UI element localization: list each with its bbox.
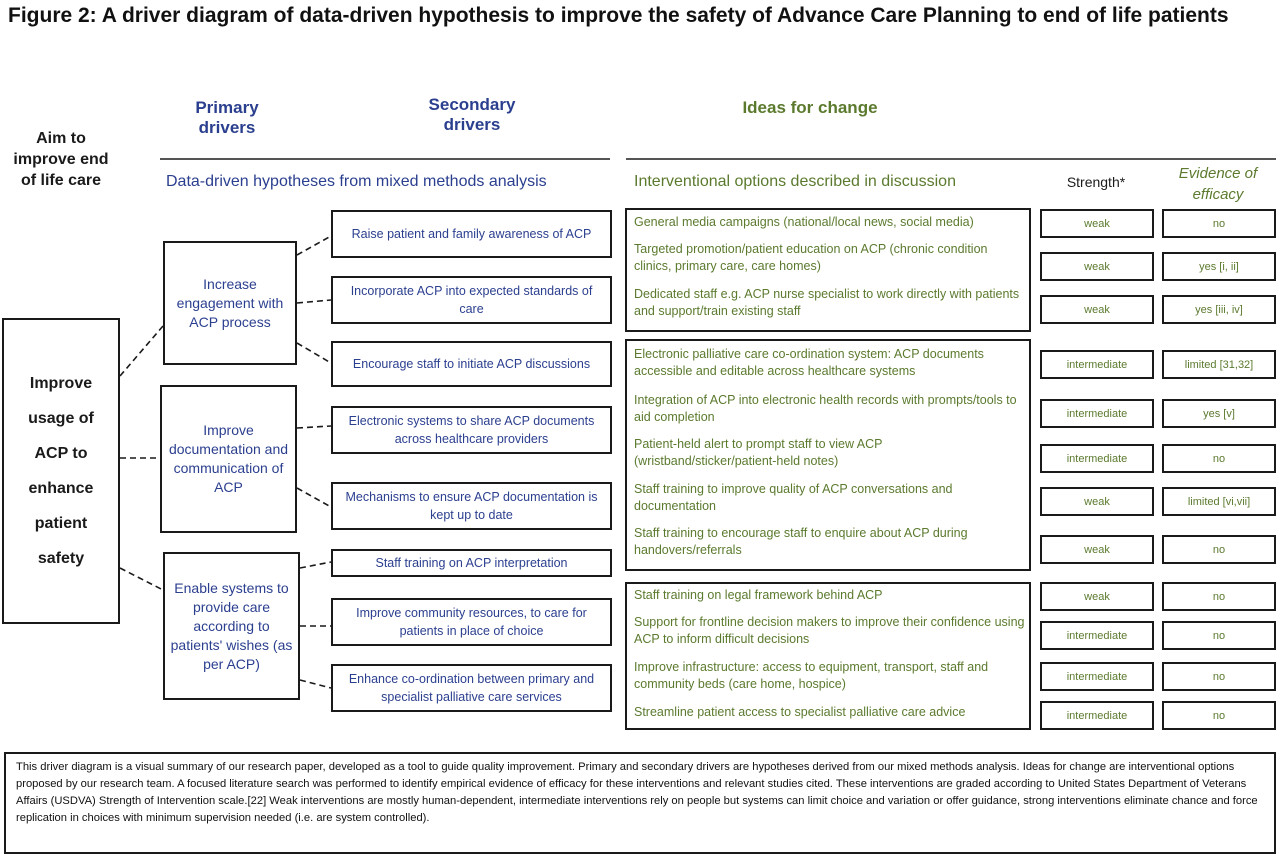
data-driven-subheader: Data-driven hypotheses from mixed method… (166, 173, 547, 190)
secondary-driver-training: Staff training on ACP interpretation (331, 549, 612, 577)
ideas-group-systems (625, 582, 1031, 730)
idea-training-legal: Staff training on legal framework behind… (634, 588, 883, 602)
primary-driver-systems: Enable systems to provide care according… (163, 552, 300, 700)
idea-dedicated-staff: Dedicated staff e.g. ACP nurse specialis… (634, 287, 1020, 318)
evidence-badge: no (1162, 701, 1276, 730)
idea-epacs: Electronic palliative care co-ordination… (634, 347, 984, 378)
idea-targeted-promotion: Targeted promotion/patient education on … (634, 242, 988, 273)
secondary-driver-standards: Incorporate ACP into expected standards … (331, 276, 612, 324)
strength-badge: weak (1040, 209, 1154, 238)
aim-header: Aim to improve end of life care (13, 130, 109, 189)
strength-badge: weak (1040, 295, 1154, 324)
secondary-driver-coordination: Enhance co-ordination between primary an… (331, 664, 612, 712)
idea-training-handovers: Staff training to encourage staff to enq… (634, 526, 968, 557)
evidence-badge: no (1162, 444, 1276, 473)
evidence-badge: yes [i, ii] (1162, 252, 1276, 281)
idea-ehr-integration: Integration of ACP into electronic healt… (634, 393, 1017, 424)
aim-box: Improve usage of ACP to enhance patient … (2, 318, 120, 624)
strength-badge: weak (1040, 535, 1154, 564)
secondary-driver-electronic: Electronic systems to share ACP document… (331, 406, 612, 454)
secondary-driver-community: Improve community resources, to care for… (331, 598, 612, 646)
strength-badge: intermediate (1040, 399, 1154, 428)
idea-specialist-access: Streamline patient access to specialist … (634, 705, 966, 719)
evidence-badge: no (1162, 662, 1276, 691)
interventional-subheader: Interventional options described in disc… (634, 173, 956, 190)
evidence-badge: no (1162, 209, 1276, 238)
strength-badge: intermediate (1040, 701, 1154, 730)
ideas-group-documentation (625, 339, 1031, 571)
evidence-badge: no (1162, 582, 1276, 611)
primary-driver-documentation: Improve documentation and communication … (160, 385, 297, 533)
idea-patient-alert: Patient-held alert to prompt staff to vi… (634, 437, 883, 468)
secondary-driver-awareness: Raise patient and family awareness of AC… (331, 210, 612, 258)
divider-ideas (626, 158, 1276, 160)
figure-title: Figure 2: A driver diagram of data-drive… (8, 4, 1229, 27)
strength-badge: weak (1040, 582, 1154, 611)
idea-media-campaigns: General media campaigns (national/local … (634, 215, 974, 229)
strength-header: Strength* (1066, 174, 1126, 190)
evidence-header: Evidence of efficacy (1178, 165, 1258, 203)
primary-driver-engagement: Increase engagement with ACP process (163, 241, 297, 365)
strength-badge: intermediate (1040, 662, 1154, 691)
ideas-group-engagement (625, 208, 1031, 332)
evidence-badge: no (1162, 535, 1276, 564)
strength-badge: intermediate (1040, 350, 1154, 379)
ideas-header: Ideas for change (742, 98, 878, 117)
evidence-badge: yes [v] (1162, 399, 1276, 428)
strength-badge: weak (1040, 487, 1154, 516)
secondary-driver-initiate: Encourage staff to initiate ACP discussi… (331, 341, 612, 387)
secondary-driver-uptodate: Mechanisms to ensure ACP documentation i… (331, 482, 612, 530)
evidence-badge: limited [vi,vii] (1162, 487, 1276, 516)
evidence-badge: limited [31,32] (1162, 350, 1276, 379)
idea-infrastructure: Improve infrastructure: access to equipm… (634, 660, 989, 691)
strength-badge: intermediate (1040, 444, 1154, 473)
primary-drivers-header: Primary drivers (195, 98, 259, 137)
idea-frontline-support: Support for frontline decision makers to… (634, 615, 1025, 646)
divider-drivers (160, 158, 610, 160)
strength-badge: weak (1040, 252, 1154, 281)
secondary-drivers-header: Secondary drivers (428, 95, 516, 134)
idea-training-quality: Staff training to improve quality of ACP… (634, 482, 953, 513)
strength-badge: intermediate (1040, 621, 1154, 650)
evidence-badge: yes [iii, iv] (1162, 295, 1276, 324)
evidence-badge: no (1162, 621, 1276, 650)
figure-caption: This driver diagram is a visual summary … (4, 752, 1276, 854)
